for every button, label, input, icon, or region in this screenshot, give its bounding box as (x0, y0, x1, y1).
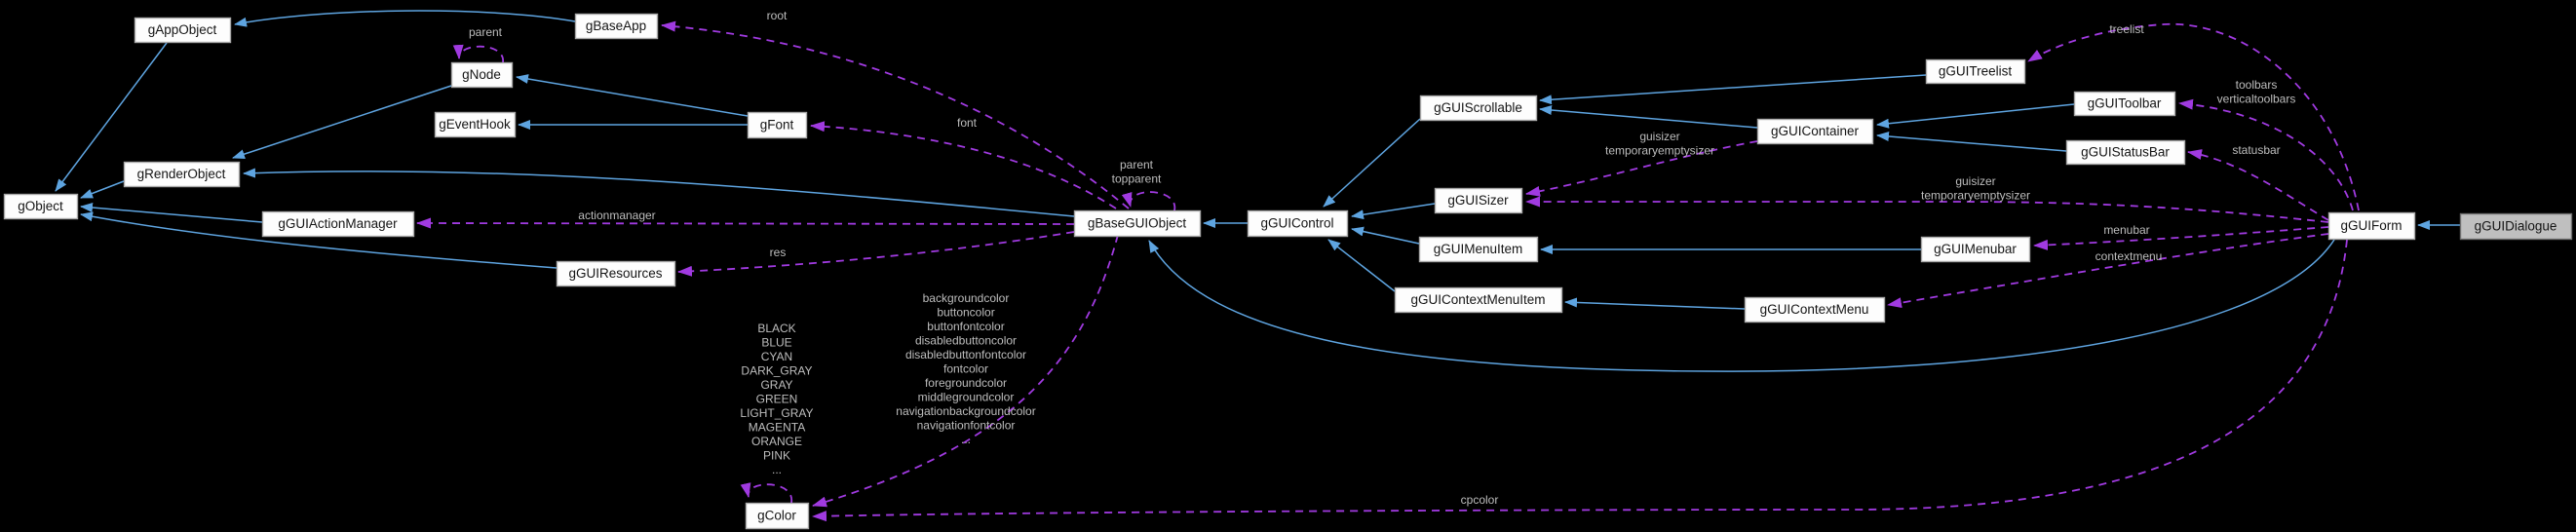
edge-gGUIForm-toolbars (2178, 98, 2354, 211)
edge-label-contextmenu: contextmenu (2095, 249, 2163, 263)
class-node-gGUIMenubar[interactable]: gGUIMenubar (1920, 236, 2031, 263)
class-node-label: gGUIScrollable (1434, 100, 1522, 115)
class-node-label: gGUIContainer (1771, 124, 1860, 138)
edge-label-menubar: menubar (2103, 223, 2149, 237)
edge-gGUIStatusBar-to-gGUIContainer (1876, 132, 2067, 152)
class-node-label: gNode (462, 67, 501, 82)
edge-gGUIScrollable-to-gGUIControl (1323, 118, 1421, 208)
edge-gNode-to-gRenderObject (232, 85, 452, 159)
edge-gGUIForm-menubar (2033, 226, 2329, 250)
edge-gAppObject-to-gObject (55, 42, 168, 192)
class-node-gEventHook[interactable]: gEventHook (434, 111, 517, 138)
class-node-gGUIForm[interactable]: gGUIForm (2327, 211, 2416, 241)
edge-gBaseApp-to-gAppObject (234, 10, 576, 27)
edge-gBaseGUIObject-res (677, 231, 1075, 277)
class-node-label: gRenderObject (137, 167, 226, 181)
edge-label-res: res (770, 246, 787, 259)
edge-gGUIMenuItem-to-gGUIControl (1351, 226, 1420, 245)
class-node-gGUIContainer[interactable]: gGUIContainer (1756, 118, 1874, 145)
edge-gGUIForm-treelist (2027, 22, 2360, 211)
class-node-gAppObject[interactable]: gAppObject (134, 17, 232, 44)
edge-gGUIContainer-to-gGUIScrollable (1539, 105, 1758, 129)
class-node-label: gGUISizer (1447, 193, 1509, 208)
class-node-label: gColor (757, 509, 796, 523)
class-node-gColor[interactable]: gColor (745, 502, 810, 530)
class-node-gGUIContextMenu[interactable]: gGUIContextMenu (1744, 296, 1886, 323)
edge-gBaseGUIObject-root-to-gBaseApp (661, 20, 1130, 209)
class-node-gGUISizer[interactable]: gGUISizer (1434, 187, 1523, 214)
class-node-label: gObject (18, 199, 63, 213)
edge-gGUIContainer-guisizer (1525, 140, 1758, 197)
edge-gGUIForm-contextmenu (1887, 233, 2329, 309)
edge-gBaseGUIObject-actionmanager (416, 217, 1075, 229)
class-node-gGUIDialogue[interactable]: gGUIDialogue (2459, 212, 2573, 241)
edge-label-cpcolor: cpcolor (1461, 493, 1499, 507)
class-node-gGUIControl[interactable]: gGUIControl (1247, 209, 1349, 238)
class-node-label: gAppObject (148, 22, 217, 37)
edge-gGUITreelist-to-gGUIScrollable (1539, 74, 1927, 105)
class-node-label: gGUIActionManager (278, 216, 398, 231)
edge-label-statusbar: statusbar (2232, 143, 2280, 157)
edge-gGUIResources-to-gObject (80, 211, 557, 269)
class-node-label: gGUIContextMenuItem (1410, 292, 1545, 307)
class-node-gGUIStatusBar[interactable]: gGUIStatusBar (2065, 139, 2186, 166)
class-node-gGUIContextMenuItem[interactable]: gGUIContextMenuItem (1394, 286, 1563, 314)
class-node-label: gGUIResources (568, 266, 662, 281)
edge-gGUIForm-guisizer (1525, 196, 2329, 223)
edge-label-treelist: treelist (2109, 22, 2144, 36)
class-node-gBaseApp[interactable]: gBaseApp (574, 13, 659, 40)
class-node-gBaseGUIObject[interactable]: gBaseGUIObject (1073, 209, 1202, 238)
edge-label-root: root (767, 9, 788, 22)
class-node-label: gGUIToolbar (2088, 96, 2162, 111)
class-node-label: gGUIForm (2340, 218, 2402, 233)
class-node-label: gBaseApp (586, 19, 646, 33)
class-node-gGUIActionManager[interactable]: gGUIActionManager (261, 210, 415, 238)
edge-label-actionmanager: actionmanager (578, 209, 655, 222)
edge-gGUIToolbar-to-gGUIContainer (1876, 103, 2075, 129)
class-node-gRenderObject[interactable]: gRenderObject (123, 161, 241, 188)
class-node-gNode[interactable]: gNode (450, 61, 514, 89)
class-node-gGUIToolbar[interactable]: gGUIToolbar (2073, 91, 2176, 117)
class-node-label: gGUITreelist (1939, 64, 2013, 79)
edge-gColor-selfloop (740, 482, 792, 504)
edge-gBaseGUIObject-to-gRenderObject (243, 168, 1075, 217)
edge-label-parent-node: parent (469, 25, 503, 39)
class-node-label: gGUIStatusBar (2081, 145, 2170, 160)
class-node-gGUIResources[interactable]: gGUIResources (556, 260, 676, 287)
edge-gGUISizer-to-gGUIControl (1351, 203, 1436, 220)
edge-gRenderObject-to-gObject (80, 180, 125, 199)
class-node-gGUIMenuItem[interactable]: gGUIMenuItem (1418, 236, 1539, 263)
edge-gGUIForm-statusbar (2187, 149, 2329, 221)
edge-gBaseGUIObject-parent-selfloop (1121, 191, 1175, 211)
edge-label-font: font (957, 116, 978, 130)
edge-gNode-parent-selfloop (452, 44, 504, 63)
edge-gGUIActionManager-to-gObject (80, 203, 263, 223)
edge-gGUIContextMenuItem-to-gGUIControl (1327, 239, 1396, 292)
class-node-label: gGUIControl (1260, 216, 1333, 231)
edge-gFont-to-gNode (516, 74, 749, 117)
edge-gBaseGUIObject-font-to-gFont (810, 121, 1117, 209)
class-node-gObject[interactable]: gObject (3, 193, 79, 220)
edge-gGUIForm-to-gBaseGUIObject (1148, 239, 2335, 372)
class-node-gGUITreelist[interactable]: gGUITreelist (1925, 58, 2026, 85)
class-node-label: gGUIDialogue (2475, 219, 2557, 234)
class-node-label: gBaseGUIObject (1088, 216, 1187, 231)
class-node-label: gGUIMenubar (1934, 242, 2017, 256)
class-node-label: gFont (760, 118, 794, 133)
edge-gGUIForm-cpcolor-to-gColor (812, 239, 2348, 522)
class-node-label: gGUIMenuItem (1434, 242, 1523, 256)
class-node-label: gEventHook (439, 117, 511, 132)
class-node-label: gGUIContextMenu (1760, 302, 1869, 317)
edge-gGUIContextMenu-to-gGUIContextMenuItem (1564, 297, 1746, 310)
class-node-gGUIScrollable[interactable]: gGUIScrollable (1419, 95, 1538, 122)
edge-gBaseGUIObject-colors-to-gColor (812, 234, 1119, 508)
class-node-gFont[interactable]: gFont (747, 111, 808, 139)
